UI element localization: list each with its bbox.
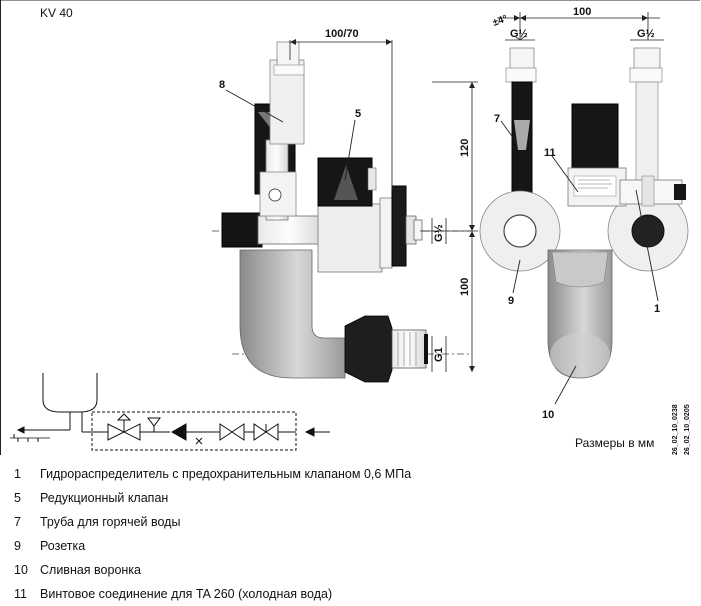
dim-thread-left-top: G½ (510, 28, 528, 40)
dim-top-right: 100 (573, 6, 591, 18)
left-view (212, 39, 478, 383)
legend-item: 1 Гидрораспределитель с предохранительным… (14, 462, 694, 486)
callout-11: 11 (544, 147, 556, 159)
legend-item: 5 Редукционный клапан (14, 486, 694, 510)
callout-1: 1 (654, 303, 660, 315)
dim-thread-side: G½ (433, 224, 445, 242)
callout-10: 10 (542, 409, 554, 421)
installation-diagram: KV 40 (0, 0, 700, 455)
legend-number: 11 (14, 587, 27, 601)
drawing-code-2: 26_02_10_0205 (684, 404, 691, 455)
legend-number: 1 (14, 467, 21, 481)
legend-number: 10 (14, 563, 28, 577)
legend-text: Сливная воронка (40, 563, 141, 577)
callout-8: 8 (219, 79, 225, 91)
legend-text: Труба для горячей воды (40, 515, 181, 529)
legend-item: 7 Труба для горячей воды (14, 510, 694, 534)
legend-number: 9 (14, 539, 21, 553)
legend: 1 Гидрораспределитель с предохранительным… (14, 462, 694, 606)
dim-top-left: 100/70 (325, 28, 359, 40)
drawing-code-1: 26_02_10_0238 (672, 404, 679, 455)
legend-item: 10 Сливная воронка (14, 558, 694, 582)
legend-text: Редукционный клапан (40, 491, 169, 505)
legend-item: 11 Винтовое соединение для TA 260 (холодн… (14, 582, 694, 606)
legend-number: 7 (14, 515, 21, 529)
dim-thread-bottom: G1 (433, 347, 445, 362)
dim-thread-right-top: G½ (637, 28, 655, 40)
legend-text: Винтовое соединение для TA 260 (холодная… (40, 587, 333, 601)
right-view (479, 12, 689, 405)
flow-schematic (10, 373, 330, 451)
units-note: Размеры в мм (575, 436, 654, 450)
legend-text: Розетка (40, 539, 86, 553)
callout-7: 7 (494, 113, 500, 125)
legend-number: 5 (14, 491, 21, 505)
model-label: KV 40 (40, 6, 73, 20)
legend-item: 9 Розетка (14, 534, 694, 558)
legend-text: Гидрораспределитель с предохранительным … (40, 467, 412, 481)
callout-9: 9 (508, 295, 514, 307)
callout-5: 5 (355, 108, 361, 120)
dim-angle: ±4° (491, 13, 509, 28)
dim-height-upper: 120 (459, 139, 471, 157)
dim-height-lower: 100 (459, 278, 471, 296)
